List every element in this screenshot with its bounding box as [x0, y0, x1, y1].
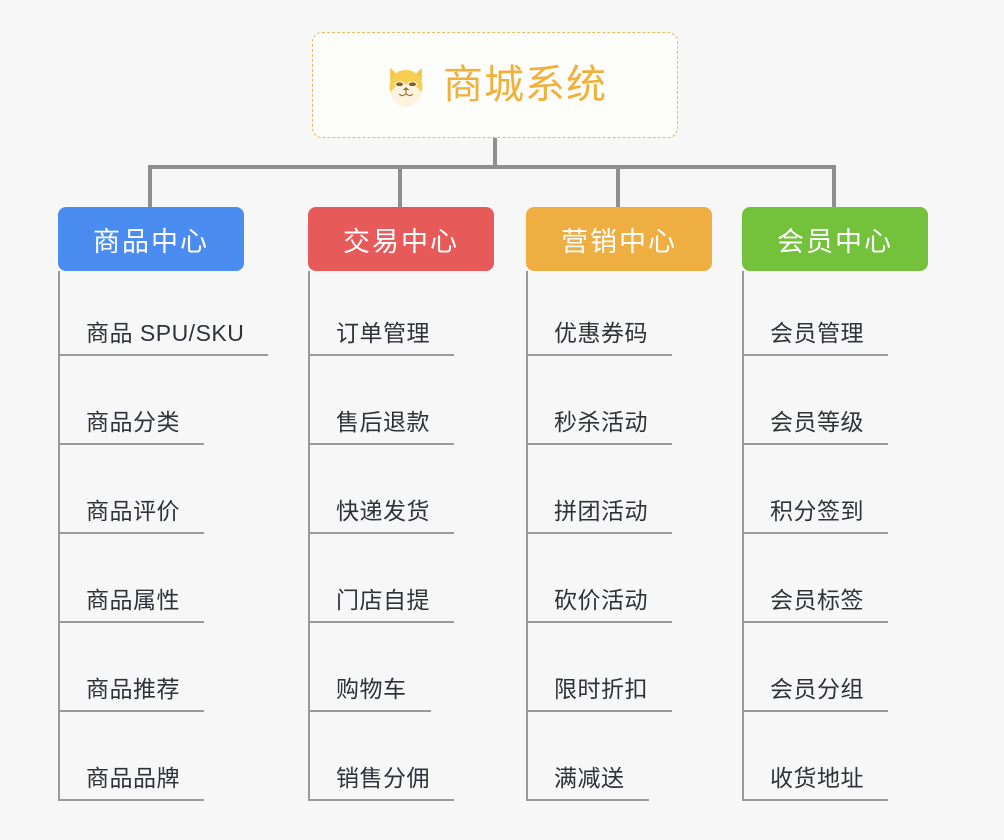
leaf-list-1: 商品 SPU/SKU 商品分类 商品评价 商品属性 商品推荐 商品品牌 — [58, 271, 284, 801]
leaf-label: 满减送 — [528, 759, 649, 801]
leaf-label: 销售分佣 — [310, 759, 454, 801]
list-item[interactable]: 会员管理 — [744, 271, 942, 356]
list-item[interactable]: 拼团活动 — [528, 445, 726, 534]
shiba-dog-face-icon — [389, 67, 423, 107]
category-header-3[interactable]: 营销中心 — [526, 207, 712, 271]
leaf-label: 积分签到 — [744, 492, 888, 534]
list-item[interactable]: 会员标签 — [744, 534, 942, 623]
category-column-2: 交易中心 订单管理 售后退款 快递发货 门店自提 购物车 销售分佣 — [308, 207, 514, 801]
list-item[interactable]: 商品属性 — [60, 534, 284, 623]
leaf-list-3: 优惠券码 秒杀活动 拼团活动 砍价活动 限时折扣 满减送 — [526, 271, 726, 801]
list-item[interactable]: 商品品牌 — [60, 712, 284, 801]
leaf-label: 限时折扣 — [528, 670, 672, 712]
list-item[interactable]: 会员分组 — [744, 623, 942, 712]
root-title: 商城系统 — [443, 63, 607, 107]
connector-drop-4 — [832, 165, 836, 209]
leaf-list-4: 会员管理 会员等级 积分签到 会员标签 会员分组 收货地址 — [742, 271, 942, 801]
list-item[interactable]: 商品分类 — [60, 356, 284, 445]
connector-drop-2 — [398, 165, 402, 209]
leaf-label: 商品 SPU/SKU — [60, 314, 269, 356]
leaf-label: 售后退款 — [310, 403, 454, 445]
list-item[interactable]: 优惠券码 — [528, 271, 726, 356]
connector-drop-3 — [616, 165, 620, 209]
category-header-2-label: 交易中心 — [343, 226, 459, 257]
leaf-list-2: 订单管理 售后退款 快递发货 门店自提 购物车 销售分佣 — [308, 271, 514, 801]
category-column-3: 营销中心 优惠券码 秒杀活动 拼团活动 砍价活动 限时折扣 满减送 — [526, 207, 726, 801]
category-header-1[interactable]: 商品中心 — [58, 207, 244, 271]
leaf-label: 订单管理 — [310, 314, 454, 356]
category-header-1-label: 商品中心 — [93, 226, 209, 257]
category-header-4[interactable]: 会员中心 — [742, 207, 928, 271]
list-item[interactable]: 快递发货 — [310, 445, 514, 534]
list-item[interactable]: 商品推荐 — [60, 623, 284, 712]
list-item[interactable]: 购物车 — [310, 623, 514, 712]
leaf-label: 收货地址 — [744, 759, 888, 801]
list-item[interactable]: 商品评价 — [60, 445, 284, 534]
leaf-label: 砍价活动 — [528, 581, 672, 623]
category-header-4-label: 会员中心 — [777, 226, 893, 257]
leaf-label: 商品评价 — [60, 492, 204, 534]
list-item[interactable]: 售后退款 — [310, 356, 514, 445]
leaf-label: 会员分组 — [744, 670, 888, 712]
leaf-label: 商品分类 — [60, 403, 204, 445]
root-node[interactable]: 商城系统 — [312, 32, 678, 138]
list-item[interactable]: 秒杀活动 — [528, 356, 726, 445]
leaf-label: 购物车 — [310, 670, 431, 712]
list-item[interactable]: 积分签到 — [744, 445, 942, 534]
list-item[interactable]: 收货地址 — [744, 712, 942, 801]
leaf-label: 商品品牌 — [60, 759, 204, 801]
list-item[interactable]: 门店自提 — [310, 534, 514, 623]
category-column-4: 会员中心 会员管理 会员等级 积分签到 会员标签 会员分组 收货地址 — [742, 207, 942, 801]
leaf-label: 会员标签 — [744, 581, 888, 623]
leaf-label: 会员管理 — [744, 314, 888, 356]
category-header-3-label: 营销中心 — [561, 226, 677, 257]
leaf-label: 拼团活动 — [528, 492, 672, 534]
leaf-label: 秒杀活动 — [528, 403, 672, 445]
list-item[interactable]: 商品 SPU/SKU — [60, 271, 284, 356]
connector-drop-1 — [148, 165, 152, 209]
leaf-label: 商品属性 — [60, 581, 204, 623]
leaf-label: 快递发货 — [310, 492, 454, 534]
connector-horizontal-bus — [148, 165, 836, 169]
list-item[interactable]: 订单管理 — [310, 271, 514, 356]
leaf-label: 会员等级 — [744, 403, 888, 445]
category-column-1: 商品中心 商品 SPU/SKU 商品分类 商品评价 商品属性 商品推荐 商品品牌 — [58, 207, 284, 801]
leaf-label: 门店自提 — [310, 581, 454, 623]
category-header-2[interactable]: 交易中心 — [308, 207, 494, 271]
list-item[interactable]: 销售分佣 — [310, 712, 514, 801]
connector-root-stem — [493, 138, 497, 168]
list-item[interactable]: 满减送 — [528, 712, 726, 801]
list-item[interactable]: 砍价活动 — [528, 534, 726, 623]
leaf-label: 商品推荐 — [60, 670, 204, 712]
list-item[interactable]: 会员等级 — [744, 356, 942, 445]
list-item[interactable]: 限时折扣 — [528, 623, 726, 712]
leaf-label: 优惠券码 — [528, 314, 672, 356]
